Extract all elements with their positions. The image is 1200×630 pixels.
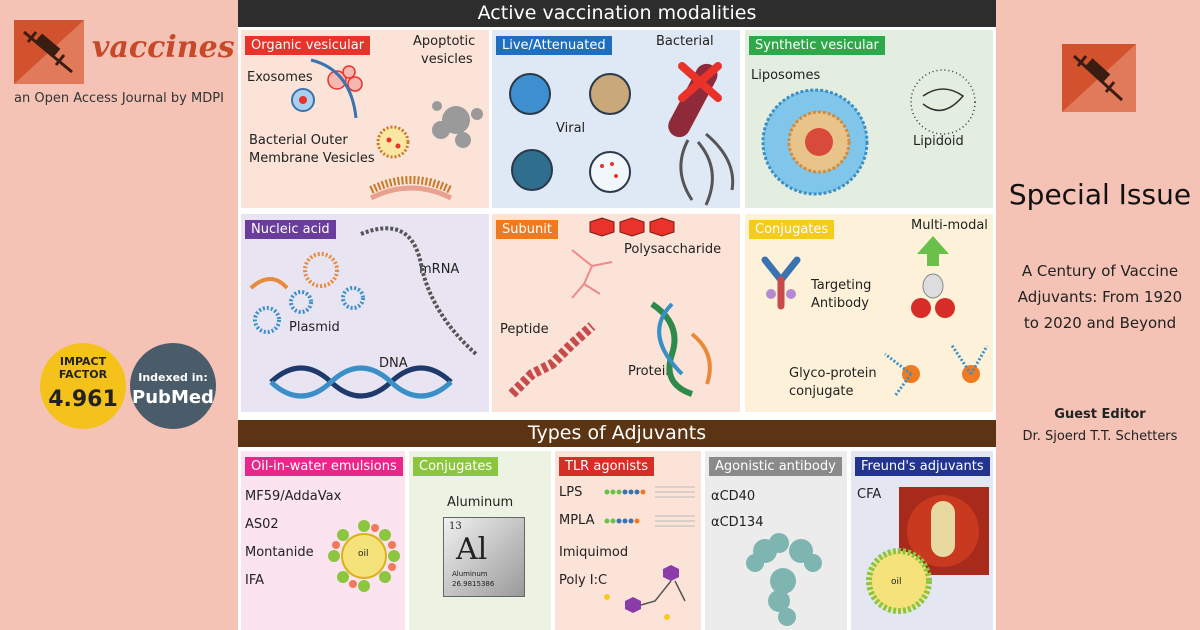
atomic-mass: 26.9815386 [452,580,495,588]
adjuvants-title: Types of Adjuvants [238,420,996,447]
syringe-icon [1062,44,1136,112]
indexed-label: Indexed in: [138,371,208,384]
journal-name[interactable]: vaccines [92,30,235,65]
special-issue-title[interactable]: A Century of Vaccine Adjuvants: From 192… [1002,258,1198,336]
panel-synthetic-vesicular: Synthetic vesicular Liposomes Lipidoid [745,30,993,208]
title-line-2: Adjuvants: From 1920 [1017,288,1183,306]
organic-vesicle-illustration [291,58,483,201]
title-line-1: A Century of Vaccine [1021,262,1179,280]
label-targeting-1: Targeting [811,278,872,293]
modalities-title: Active vaccination modalities [238,0,996,27]
tag-oil-in-water: Oil-in-water emulsions [245,457,403,476]
atomic-number: 13 [449,521,462,532]
label-bomv-2: Membrane Vesicles [249,151,375,166]
impact-factor-badge: IMPACT FACTOR 4.961 [40,343,126,429]
label-aluminum: Aluminum [447,495,514,510]
label-mrna: mRNA [419,262,460,277]
label-bacterial: Bacterial [656,34,714,49]
label-apoptotic-2: vesicles [421,52,473,67]
element-symbol: Al [456,532,488,567]
label-lipidoid: Lipidoid [913,134,964,149]
special-issue-heading: Special Issue [1008,178,1192,211]
liposome-illustration [761,69,976,196]
impact-factor-value: 4.961 [48,387,118,412]
guest-editor-name: Dr. Sjoerd T.T. Schetters [1022,429,1178,444]
label-liposomes: Liposomes [751,68,821,83]
tag-organic-vesicular: Organic vesicular [245,36,371,55]
panel-organic-vesicular: Organic vesicular Exosomes Apoptotic ves… [241,30,489,208]
label-dna: DNA [379,356,408,371]
panel-oil-in-water: Oil-in-water emulsions MF59/AddaVax AS02… [241,451,405,630]
oil-item-2: AS02 [245,517,279,532]
tag-conjugates-modality: Conjugates [749,220,835,239]
panel-tlr-agonists: TLR agonists LPS MPLA Imiquimod Poly I:C [555,451,701,630]
aluminum-element-tile: 13 Al Aluminum 26.9815386 [443,517,525,597]
indexed-value: PubMed [132,387,214,408]
label-bomv-1: Bacterial Outer [249,133,348,148]
tlr-item-2: MPLA [559,513,595,528]
label-targeting-2: Antibody [811,296,869,311]
oil-item-1: MF59/AddaVax [245,489,342,504]
label-protein: Protein [628,364,674,379]
tag-freunds-adjuvants: Freund's adjuvants [855,457,990,476]
antibody-structure-icon [746,533,822,626]
label-peptide: Peptide [500,322,549,337]
panel-agonistic-antibody: Agonistic antibody αCD40 αCD134 [705,451,847,630]
title-line-3: to 2020 and Beyond [1023,314,1177,332]
virus-bacteria-illustration [509,62,735,206]
panel-live-attenuated: Live/Attenuated Bacterial Viral [492,30,740,208]
tag-agonistic-antibody: Agonistic antibody [709,457,842,476]
label-viral: Viral [556,121,586,136]
subunit-illustration [508,217,712,398]
tlr-item-1: LPS [559,485,583,500]
guest-editor-label: Guest Editor [1054,407,1146,422]
label-exosomes: Exosomes [247,70,313,85]
oil-label: oil [358,549,369,559]
impact-factor-label: IMPACT FACTOR [58,355,108,381]
syringe-icon [14,20,84,84]
freund-oil-label: oil [891,577,902,587]
indexed-badge[interactable]: Indexed in: PubMed [130,343,216,429]
journal-logo-small [1062,44,1136,112]
label-plasmid: Plasmid [289,320,340,335]
tag-live-attenuated: Live/Attenuated [496,36,612,55]
freund-item-1: CFA [857,487,882,502]
journal-subtitle: an Open Access Journal by MDPI [14,91,224,106]
tag-synthetic-vesicular: Synthetic vesicular [749,36,885,55]
conjugate-illustration [761,236,989,397]
nucleic-acid-illustration [249,226,478,399]
panel-freunds-adjuvants: Freund's adjuvants CFA oil [851,451,993,630]
emulsion-droplet-icon [328,520,400,592]
agonistic-item-2: αCD134 [711,515,764,530]
agonistic-item-1: αCD40 [711,489,756,504]
oil-item-3: Montanide [245,545,314,560]
label-polysaccharide: Polysaccharide [624,242,722,257]
panel-conjugates-adjuvant: Conjugates Aluminum 13 Al Aluminum 26.98… [409,451,551,630]
tag-subunit: Subunit [496,220,558,239]
label-glyco-2: conjugate [789,384,854,399]
label-apoptotic-1: Apoptotic [413,34,476,49]
tlr-item-3: Imiquimod [559,545,629,560]
element-name: Aluminum [452,570,488,578]
tag-nucleic-acid: Nucleic acid [245,220,336,239]
oil-item-4: IFA [245,573,265,588]
tag-tlr-agonists: TLR agonists [559,457,655,476]
panel-conjugates-modality: Conjugates Multi-modal Targeting Antibod… [745,214,993,412]
label-multimodal: Multi-modal [911,218,988,233]
label-glyco-1: Glyco-protein [789,366,877,381]
poster: Active vaccination modalities Organic ve… [238,0,996,630]
freund-emulsion-illustration [866,487,989,614]
panel-subunit: Subunit Polysaccharide Peptide Protein [492,214,740,412]
tlr-molecule-illustration [604,486,695,620]
tlr-item-4: Poly I:C [559,573,608,588]
journal-logo [14,20,84,84]
panel-nucleic-acid: Nucleic acid mRNA Plasmid DNA [241,214,489,412]
tag-conjugates-adjuvant: Conjugates [413,457,499,476]
